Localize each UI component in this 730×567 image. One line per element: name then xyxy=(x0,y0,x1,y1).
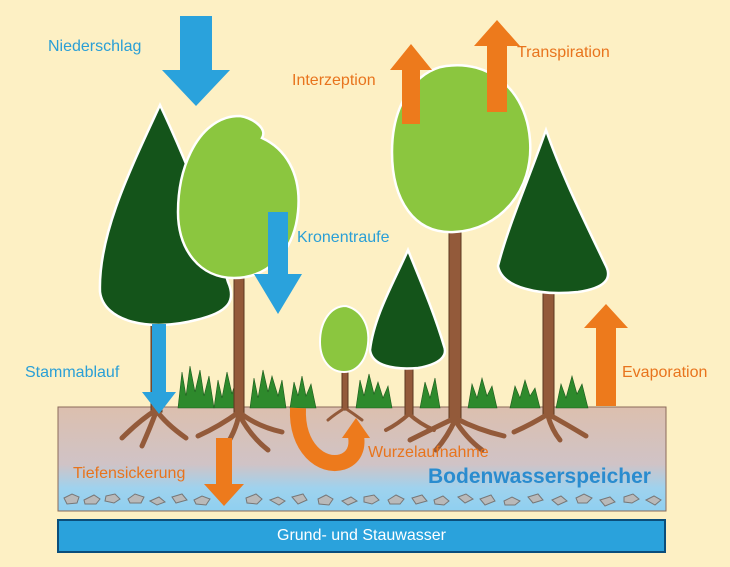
stones xyxy=(63,493,662,507)
wurzelaufnahme-label: Wurzelaufnahme xyxy=(368,444,489,461)
stammablauf-label: Stammablauf xyxy=(25,364,120,381)
niederschlag-label: Niederschlag xyxy=(48,38,142,55)
interzeption-label: Interzeption xyxy=(292,72,376,89)
stammablauf-arrow xyxy=(142,324,176,414)
conifer-right xyxy=(496,126,610,295)
niederschlag-arrow xyxy=(162,16,230,106)
grundwasser-bar: Grund- und Stauwasser xyxy=(57,519,666,553)
kronentraufe-label: Kronentraufe xyxy=(297,229,390,246)
wurzelaufnahme-arrow xyxy=(289,407,370,472)
kronentraufe-arrow xyxy=(254,212,302,314)
grundwasser-label: Grund- und Stauwasser xyxy=(277,527,446,544)
transpiration-label: Transpiration xyxy=(517,44,610,61)
interzeption-arrow xyxy=(390,44,432,124)
deciduous-small xyxy=(318,304,370,374)
soil-layer xyxy=(57,406,667,512)
tree-roots xyxy=(119,406,589,455)
conifer-small xyxy=(368,246,447,370)
evaporation-label: Evaporation xyxy=(622,364,708,381)
tiefensickerung-label: Tiefensickerung xyxy=(73,465,186,482)
evaporation-arrow xyxy=(584,304,628,406)
grass xyxy=(177,365,589,409)
transpiration-arrow xyxy=(474,20,520,112)
tiefensickerung-arrow xyxy=(204,438,244,506)
bodenwasserspeicher-label: Bodenwasserspeicher xyxy=(428,465,651,488)
